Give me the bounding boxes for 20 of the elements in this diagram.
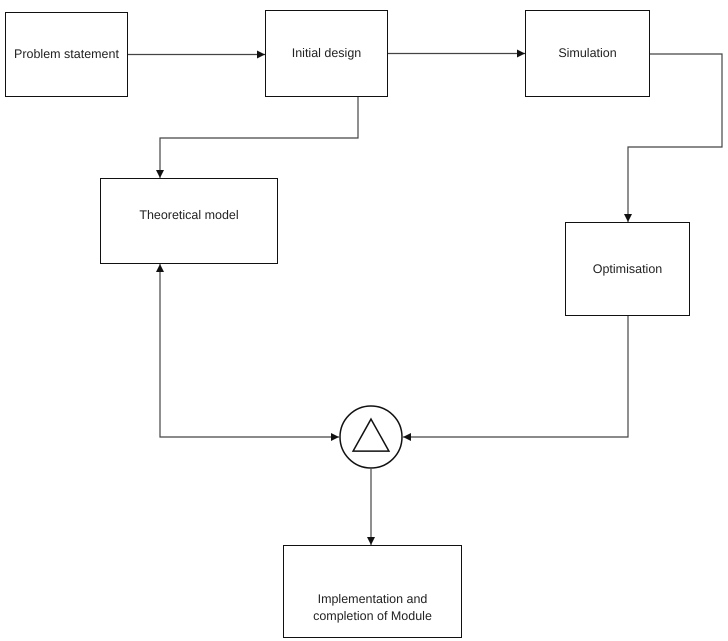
arrow: [128, 50, 265, 58]
box-label: Implementation and completion of Module: [312, 591, 433, 625]
box-label: Problem statement: [14, 46, 119, 63]
process-box: [100, 178, 278, 264]
process-box: [283, 545, 462, 638]
process-box: [565, 222, 690, 316]
box-label: Theoretical model: [139, 207, 239, 224]
arrow: [388, 50, 525, 58]
process-box: [5, 12, 128, 97]
arrow: [624, 53, 723, 222]
process-box: [525, 10, 650, 97]
arrow: [367, 469, 375, 545]
process-box: [265, 10, 388, 97]
arrow: [156, 97, 359, 178]
box-label: Initial design: [292, 45, 362, 62]
summing-junction-circle: [339, 405, 403, 469]
box-label: Simulation: [558, 45, 617, 62]
arrow: [156, 264, 339, 441]
box-label: Optimisation: [592, 260, 662, 278]
arrow: [403, 316, 629, 441]
